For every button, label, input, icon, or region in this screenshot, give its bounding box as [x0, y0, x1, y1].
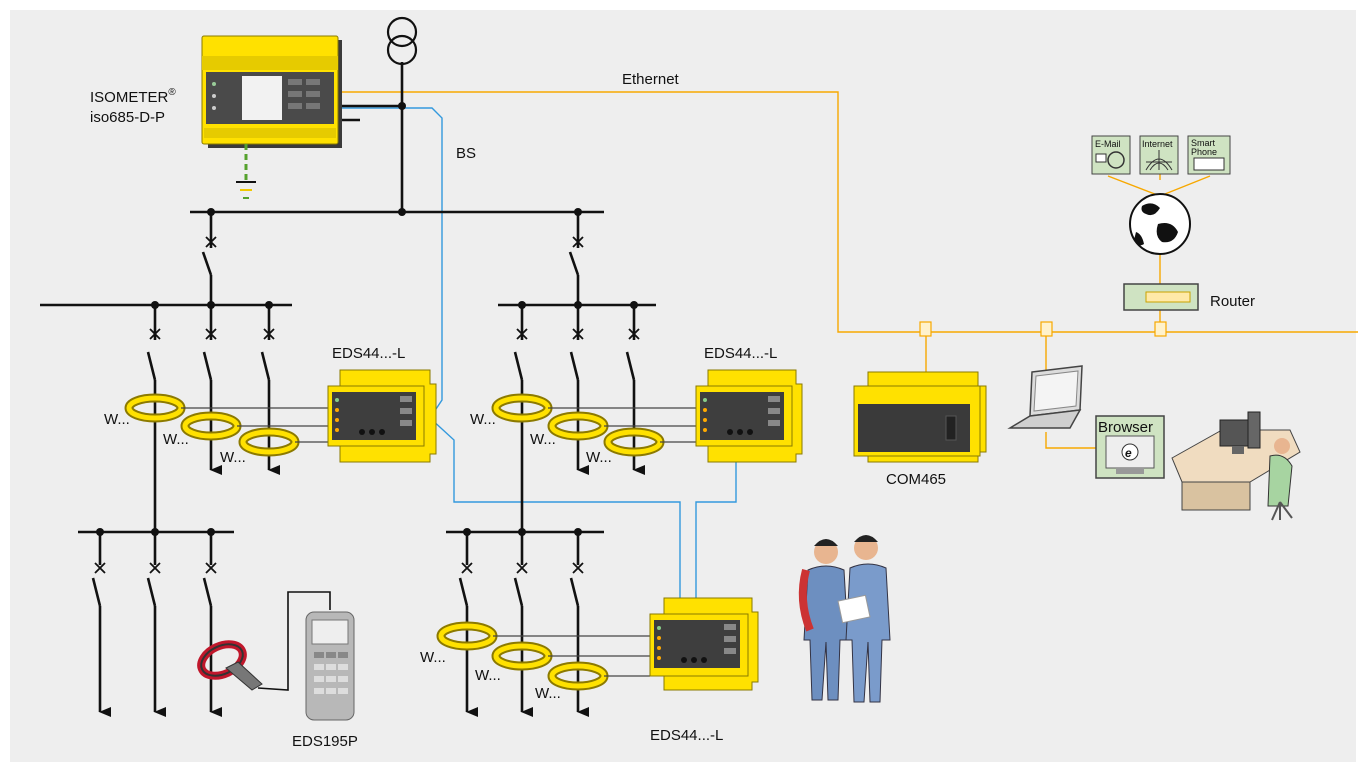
email-box[interactable] [1091, 135, 1131, 175]
eds-device-top-middle[interactable] [695, 369, 803, 463]
transformer-icon [386, 16, 418, 66]
isometer-model-label: iso685-D-P [90, 109, 165, 126]
email-label: E-Mail [1095, 139, 1121, 149]
eds195p-device[interactable] [305, 611, 355, 721]
com465-device[interactable] [853, 371, 987, 463]
smartphone-label-line1: Smart [1191, 138, 1216, 148]
eds-top-left-label: EDS44...-L [332, 345, 405, 362]
clamp-cable [257, 591, 331, 691]
eds-bottom-label: EDS44...-L [650, 727, 723, 744]
internet-box[interactable] [1139, 135, 1179, 175]
junction-dots [96, 102, 638, 536]
svg-text:W...: W... [420, 649, 446, 666]
eds-device-top-left[interactable] [327, 369, 437, 463]
svg-text:W...: W... [586, 449, 612, 466]
ethernet-label: Ethernet [622, 71, 680, 88]
isometer-label: ISOMETER® [90, 87, 176, 106]
breaker-marks [94, 236, 640, 574]
internet-label: Internet [1142, 139, 1173, 149]
workstation-icon [1171, 411, 1301, 521]
ethernet-connectors [919, 321, 1167, 337]
globe-icon [1129, 193, 1191, 255]
ethernet-network [342, 91, 1358, 449]
eds-top-middle-label: EDS44...-L [704, 345, 777, 362]
smartphone-label-line2: Phone [1191, 147, 1217, 157]
browser-window[interactable]: e [1095, 415, 1165, 479]
router-device[interactable] [1123, 283, 1199, 311]
ground-icon [236, 144, 256, 199]
svg-text:W...: W... [475, 667, 501, 684]
router-label: Router [1210, 293, 1255, 310]
svg-text:W...: W... [220, 449, 246, 466]
isometer-device[interactable] [201, 35, 342, 148]
bs-label: BS [456, 145, 476, 162]
eds-device-bottom[interactable] [649, 597, 759, 691]
svg-text:W...: W... [470, 411, 496, 428]
ie-logo-icon: e [1125, 446, 1132, 460]
svg-text:W...: W... [163, 431, 189, 448]
current-clamp-icon [197, 640, 263, 691]
technicians-icon [798, 535, 891, 703]
smartphone-box[interactable] [1187, 135, 1231, 175]
transformer-labels: W... W... W... W... W... W... W... W... … [104, 411, 612, 702]
eds195p-label: EDS195P [292, 733, 358, 750]
svg-text:W...: W... [530, 431, 556, 448]
sensor-wires [181, 407, 696, 677]
browser-label: Browser [1098, 419, 1153, 436]
com465-label: COM465 [886, 471, 946, 488]
svg-text:W...: W... [104, 411, 130, 428]
svg-text:W...: W... [535, 685, 561, 702]
laptop-icon [1007, 365, 1083, 429]
